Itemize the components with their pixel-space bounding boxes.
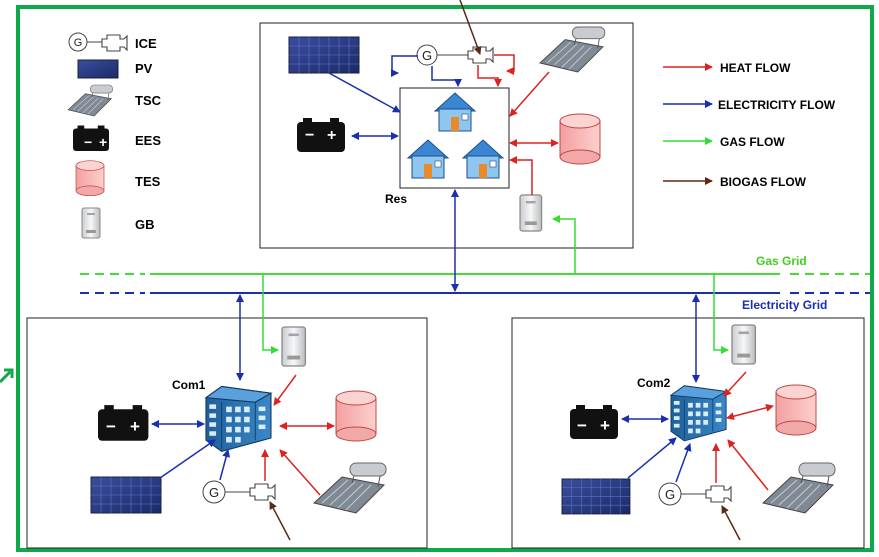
battery-plus: +: [99, 134, 107, 150]
res-battery-minus: −: [305, 127, 314, 144]
legend-label-ice: ICE: [135, 36, 157, 51]
res-battery-plus: +: [327, 127, 336, 144]
res-gas-boiler-icon: [519, 194, 543, 232]
flow-legend: HEAT FLOW ELECTRICITY FLOW GAS FLOW BIOG…: [663, 61, 836, 189]
com2-gas-boiler-icon: [731, 324, 757, 365]
res-generator-symbol: G: [422, 48, 432, 63]
com1-flows: [151, 274, 335, 541]
battery-minus: −: [84, 134, 92, 150]
com1-gas-boiler-icon: [281, 326, 307, 367]
com2-battery-minus: −: [577, 416, 587, 435]
generator-symbol: G: [74, 37, 83, 49]
gas-grid-label: Gas Grid: [756, 254, 807, 268]
electricity-grid-label: Electricity Grid: [742, 298, 827, 312]
frame-pointer: [0, 368, 14, 384]
gas-boiler-icon: [81, 207, 101, 239]
flow-label-heat: HEAT FLOW: [720, 61, 791, 75]
flow-label-electricity: ELECTRICITY FLOW: [718, 98, 836, 112]
com1-battery-minus: −: [106, 417, 116, 436]
com1-thermal-tank-icon: [335, 390, 377, 442]
legend-ice-symbol: G: [68, 32, 128, 52]
res-flows: [328, 0, 576, 292]
com2-thermal-tank-icon: [775, 384, 817, 436]
legend-label-gb: GB: [135, 217, 155, 232]
thermal-tank-icon: [75, 160, 105, 197]
legend-label-pv: PV: [135, 61, 153, 76]
outer-frame: [16, 5, 874, 552]
com2-solar-panel-icon: [561, 478, 631, 515]
flow-label-gas: GAS FLOW: [720, 135, 785, 149]
res-solar-panel-icon: [288, 36, 360, 74]
res-thermal-tank-icon: [559, 113, 601, 165]
solar-thermal-collector-icon: [67, 84, 113, 117]
com2-flows: [621, 274, 774, 541]
flow-label-biogas: BIOGAS FLOW: [720, 175, 807, 189]
engine-icon: [101, 34, 128, 52]
legend-label-tsc: TSC: [135, 93, 162, 108]
com2-battery-plus: +: [600, 416, 610, 435]
com1-hub-label: Com1: [172, 378, 206, 392]
com1-battery-plus: +: [130, 417, 140, 436]
battery-icon: − +: [73, 125, 109, 151]
component-legend: G ICE PV TSC − + EES TES GB: [67, 32, 162, 239]
com1-solar-panel-icon: [90, 476, 162, 514]
com2-generator-symbol: G: [665, 487, 675, 502]
legend-label-ees: EES: [135, 133, 161, 148]
legend-label-tes: TES: [135, 174, 161, 189]
solar-panel-icon: [77, 59, 119, 79]
com2-hub-label: Com2: [637, 376, 671, 390]
res-hub-label: Res: [385, 192, 407, 206]
com1-generator-symbol: G: [209, 485, 219, 500]
